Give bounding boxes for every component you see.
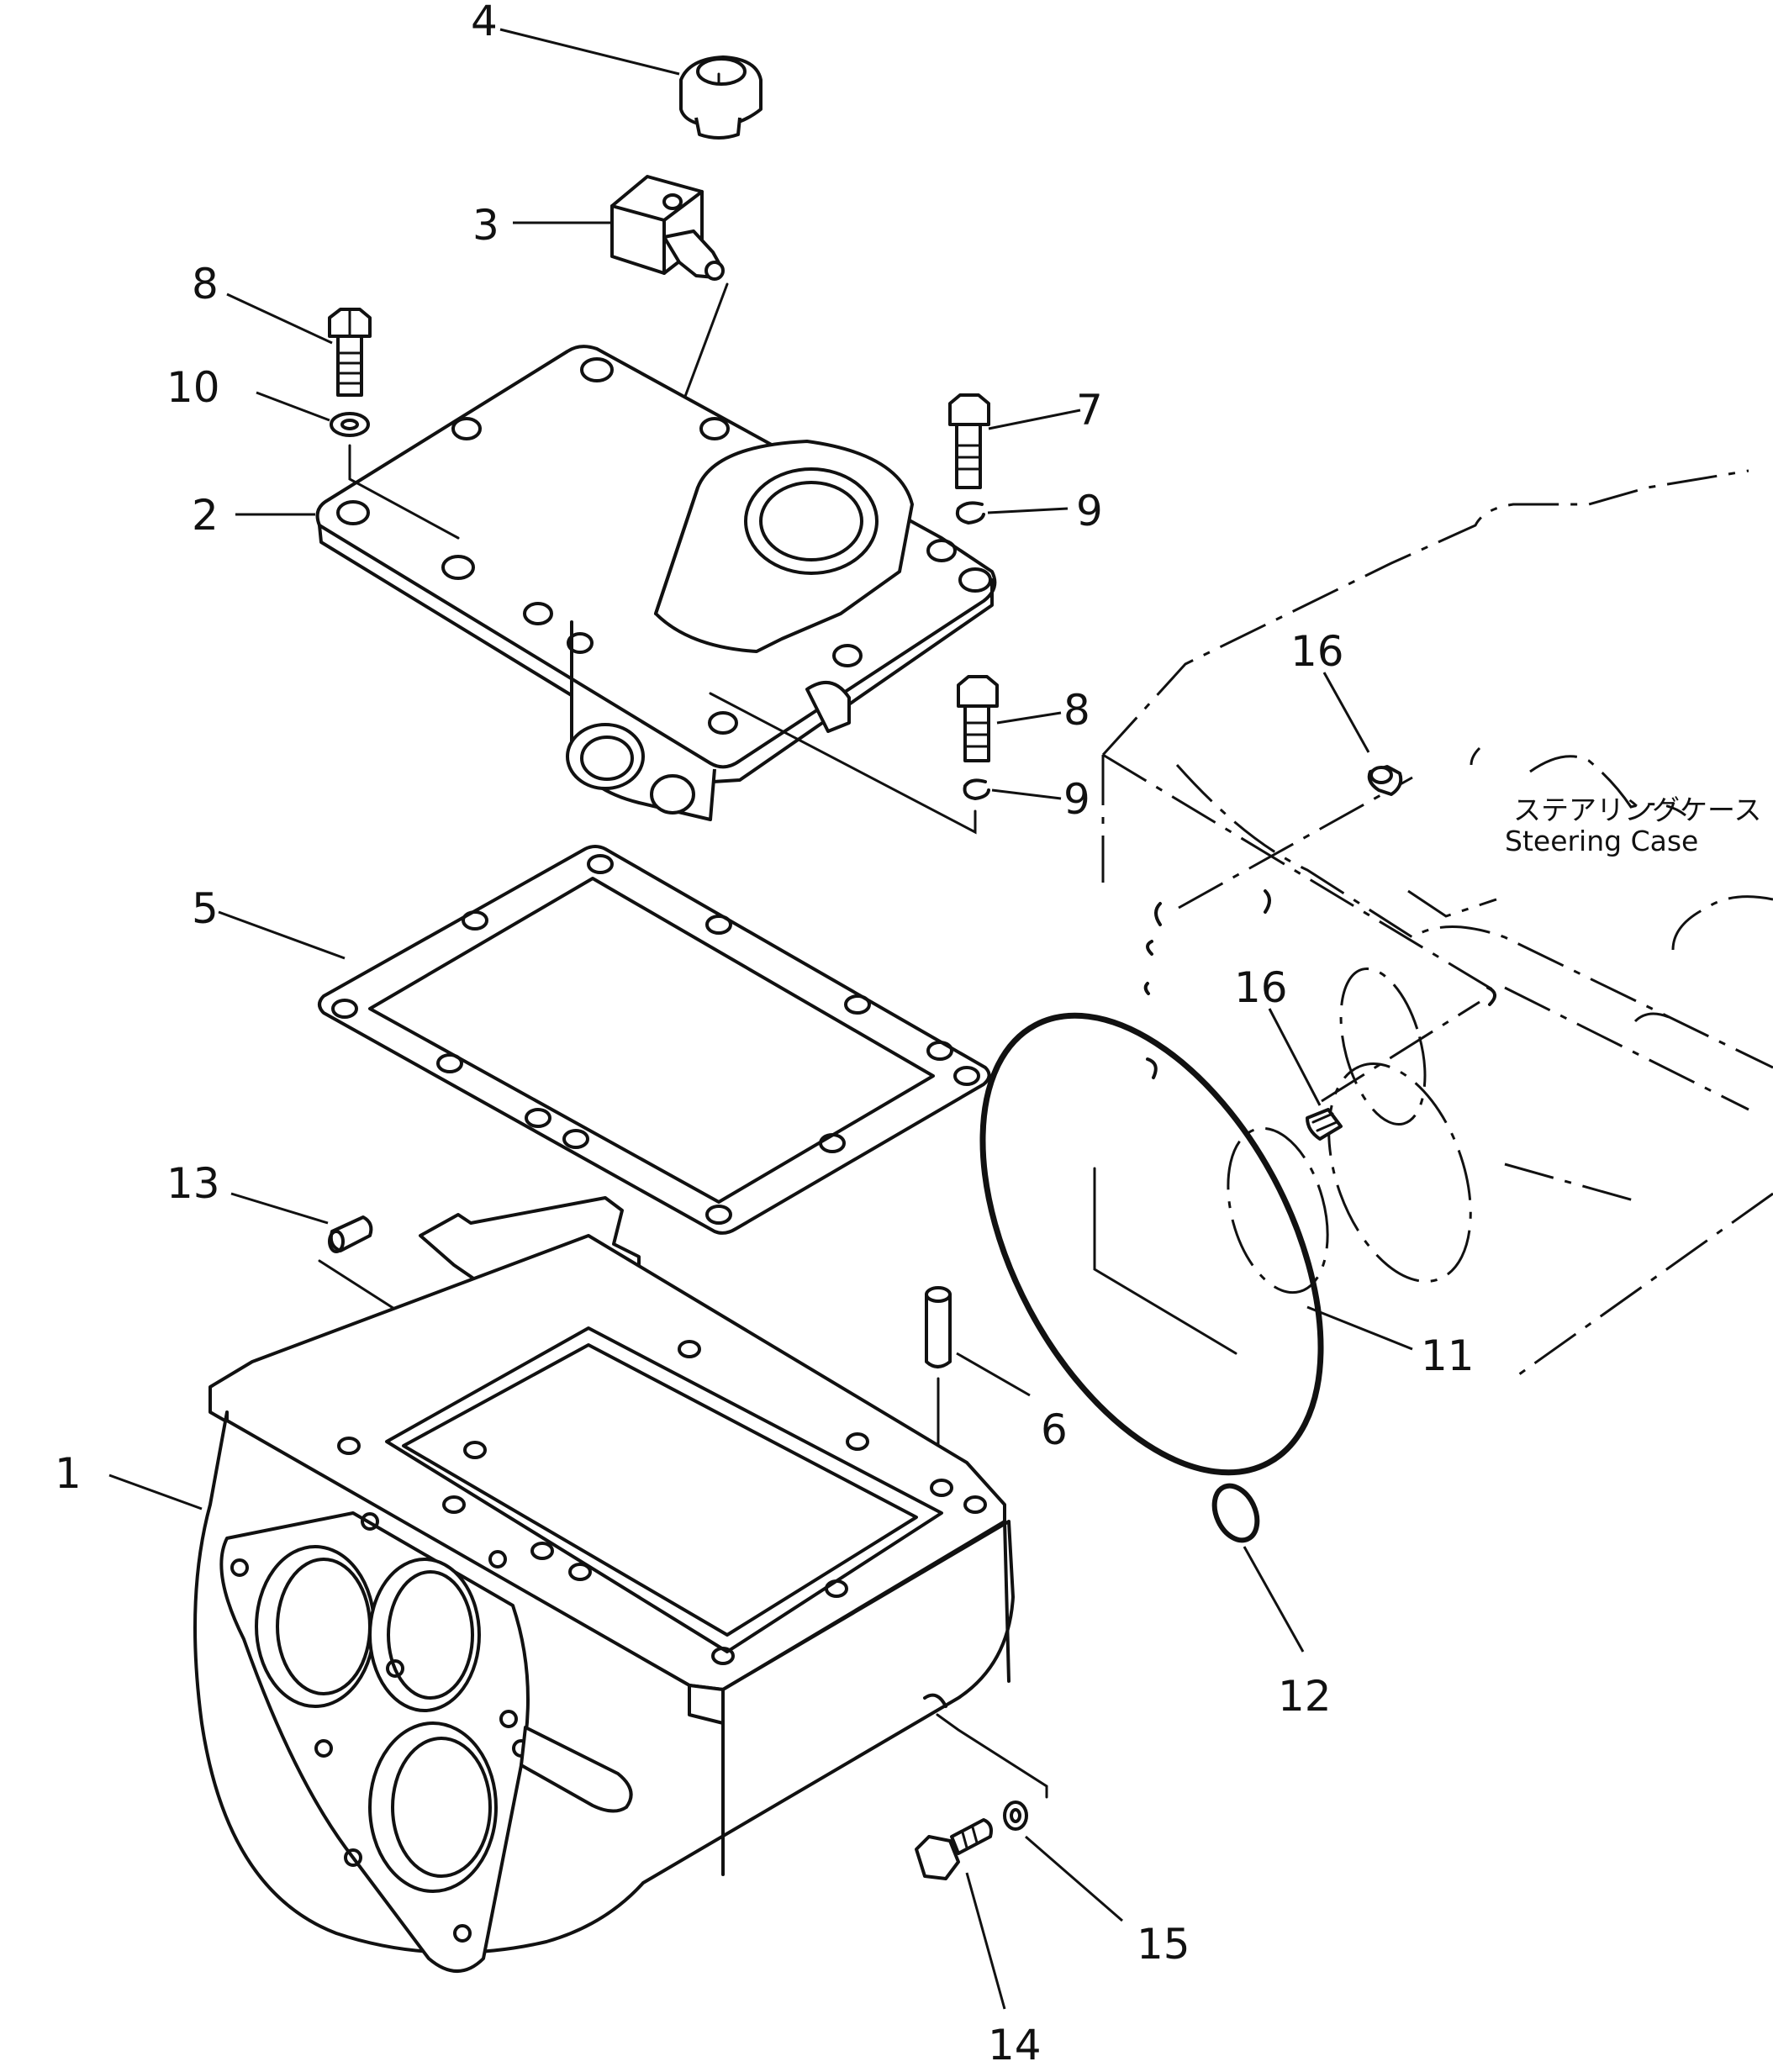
callout-10: 10 (166, 363, 220, 412)
part-14-drain-plug (915, 1818, 993, 1880)
callout-16-lower: 16 (1234, 963, 1288, 1012)
part-6-dowel-pin (925, 1286, 952, 1368)
callout-16-upper: 16 (1290, 627, 1344, 676)
part-8-bolt-left (328, 308, 372, 397)
callout-1: 1 (55, 1449, 82, 1498)
callout-5: 5 (192, 884, 219, 933)
part-4-cap (679, 55, 762, 140)
part-8-bolt-right (957, 675, 999, 762)
callout-2: 2 (192, 491, 219, 540)
part-15-washer (1003, 1800, 1028, 1831)
callout-3: 3 (472, 201, 499, 250)
steering-case-outline (1101, 469, 1773, 1380)
part-2-top-cover (315, 345, 997, 821)
leader-lines (108, 28, 1413, 2010)
callout-8-right: 8 (1063, 686, 1090, 735)
part-9-washer-lower (963, 778, 990, 800)
callout-15: 15 (1137, 1920, 1190, 1969)
callout-9-lower: 9 (1063, 775, 1090, 824)
callout-12: 12 (1278, 1672, 1332, 1721)
steering-case-label-japanese: ステアリングケース (1513, 793, 1761, 826)
part-7-bolt (948, 393, 990, 489)
callout-13: 13 (166, 1159, 220, 1208)
part-1-transmission-case (193, 1196, 1015, 1973)
callout-11: 11 (1421, 1331, 1475, 1380)
steering-case-caption: ステアリングケース Steering Case (1505, 793, 1761, 857)
part-12-small-o-ring (1211, 1483, 1260, 1543)
callout-6: 6 (1041, 1405, 1068, 1454)
part-16-plug-upper (1367, 765, 1403, 796)
callout-8-left: 8 (192, 260, 219, 308)
part-3-sensor (610, 175, 725, 281)
callout-7: 7 (1076, 386, 1103, 435)
steering-case-label-english: Steering Case (1505, 825, 1698, 857)
part-13-dowel-pin (328, 1215, 373, 1253)
callout-9-upper: 9 (1076, 487, 1103, 535)
part-11-o-ring (979, 1012, 1324, 1476)
callout-4: 4 (471, 0, 498, 45)
callout-14: 14 (988, 2021, 1042, 2069)
part-9-washer-upper (955, 501, 985, 525)
callout-labels: 4 3 8 10 2 7 9 8 9 16 5 16 13 11 6 1 12 … (55, 0, 1475, 2069)
part-10-washer (330, 412, 370, 437)
part-5-gasket (318, 845, 991, 1235)
part-16-plug-lower (1306, 1108, 1343, 1141)
